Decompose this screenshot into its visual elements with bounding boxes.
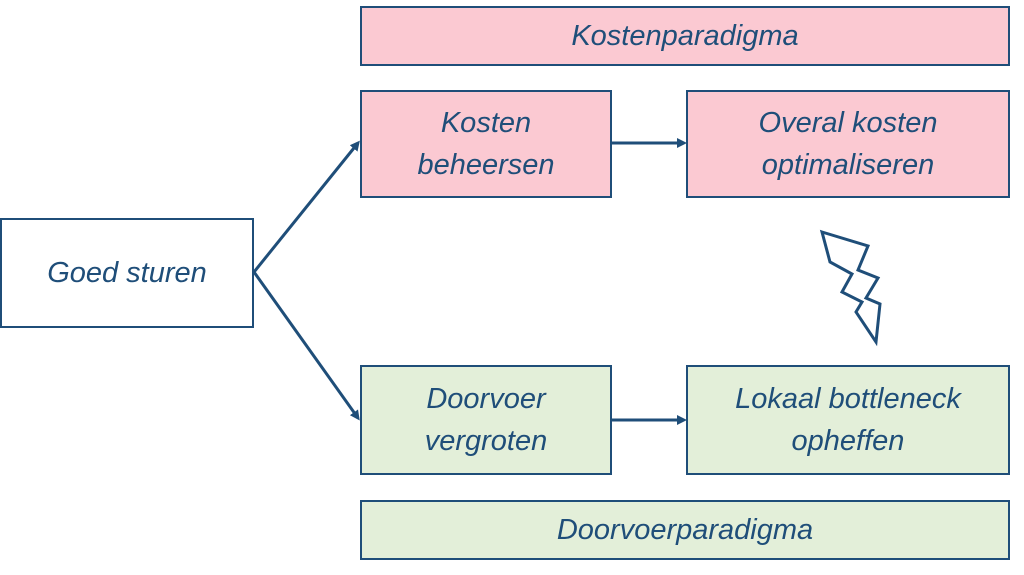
doorvoer-vergroten-box: Doorvoer vergroten [360,365,612,475]
arrow-goed-sturen-to-doorvoer-vergroten [252,271,360,421]
kostenparadigma-label: Kostenparadigma [571,20,799,52]
goed-sturen-box: Goed sturen [0,218,254,328]
kosten-beheersen-label: Kosten beheersen [417,107,555,181]
doorvoer-vergroten-label: Doorvoer vergroten [424,383,548,457]
lokaal-bottleneck-opheffen-box: Lokaal bottleneck opheffen [686,365,1010,475]
overal-kosten-optimaliseren-box: Overal kosten optimaliseren [686,90,1010,198]
lightning-bolt-icon [819,229,882,347]
kostenparadigma-box: Kostenparadigma [360,6,1010,66]
lokaal-bottleneck-opheffen-label: Lokaal bottleneck opheffen [735,383,961,457]
arrow-goed-sturen-to-kosten-beheersen [252,140,360,273]
doorvoerparadigma-box: Doorvoerparadigma [360,500,1010,560]
overal-kosten-optimaliseren-label: Overal kosten optimaliseren [758,107,938,181]
doorvoerparadigma-label: Doorvoerparadigma [556,514,814,546]
goed-sturen-label: Goed sturen [47,257,207,289]
kosten-beheersen-box: Kosten beheersen [360,90,612,198]
